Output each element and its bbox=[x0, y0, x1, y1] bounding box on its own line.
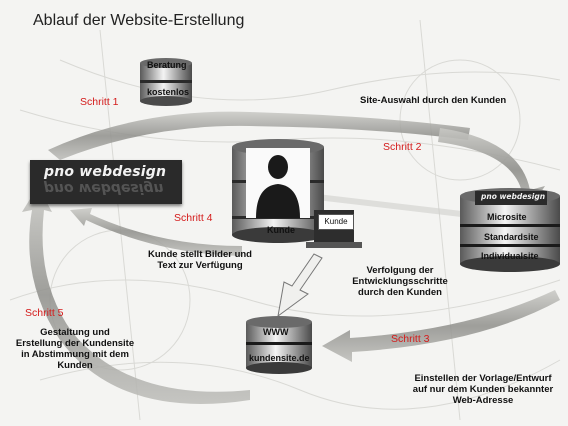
note-verfolgung: Verfolgung der Entwicklungsschritte durc… bbox=[345, 265, 455, 299]
note-einstellen-line: auf nur dem Kunden bekannter bbox=[412, 383, 554, 395]
step-2-label: Schritt 2 bbox=[383, 141, 422, 153]
db-kunde bbox=[232, 139, 324, 243]
note-verfolgung-line: durch den Kunden bbox=[358, 286, 442, 298]
arrow-schritt-4 bbox=[70, 208, 242, 256]
note-gestaltung-line: in Abstimmung mit dem bbox=[21, 348, 129, 360]
arrow-schritt-2 bbox=[438, 128, 545, 212]
note-verfolgung-line: Entwicklungsschritte bbox=[352, 275, 448, 287]
note-gestaltung-line: Erstellung der Kundensite bbox=[15, 337, 135, 349]
db-beratung-top-label: Beratung bbox=[147, 60, 187, 70]
db-sites bbox=[460, 188, 560, 272]
sites-db-logo-text: pno webdesign bbox=[481, 192, 546, 201]
note-bilder-line: Kunde stellt Bilder und bbox=[148, 249, 252, 260]
db-beratung bbox=[140, 58, 192, 106]
person-silhouette-icon bbox=[256, 155, 300, 218]
note-gestaltung-line: Kunden bbox=[57, 359, 93, 371]
diagram-title: Ablauf der Website-Erstellung bbox=[33, 12, 245, 29]
db-beratung-bottom-label: kostenlos bbox=[147, 87, 190, 97]
note-bilder-line: Text zur Verfügung bbox=[157, 259, 243, 271]
db-www-bottom-label: kundensite.de bbox=[249, 353, 310, 363]
step-1-label: Schritt 1 bbox=[80, 96, 119, 108]
step-5-label: Schritt 5 bbox=[25, 307, 64, 319]
pno-webdesign-logo: pno webdesign pno webdesign bbox=[30, 160, 182, 204]
note-verfolgung-line: Verfolgung der bbox=[366, 265, 434, 276]
sites-row-microsite: Microsite bbox=[487, 212, 527, 222]
step-4-label: Schritt 4 bbox=[174, 212, 213, 224]
db-kunde-label: Kunde bbox=[267, 225, 295, 235]
note-einstellen-line: Einstellen der Vorlage/Entwurf bbox=[414, 373, 552, 384]
note-site-auswahl: Site-Auswahl durch den Kunden bbox=[360, 95, 507, 106]
step-3-label: Schritt 3 bbox=[391, 333, 430, 345]
sites-db-logo: pno webdesign bbox=[475, 191, 547, 205]
note-einstellen: Einstellen der Vorlage/Entwurf auf nur d… bbox=[403, 373, 563, 407]
arrow-laptop-to-www bbox=[277, 253, 323, 318]
laptop-screen-label: Kunde bbox=[318, 214, 354, 230]
note-gestaltung: Gestaltung und Erstellung der Kundensite… bbox=[10, 327, 140, 372]
arrow-schritt-5 bbox=[22, 186, 250, 404]
note-bilder: Kunde stellt Bilder und Text zur Verfügu… bbox=[144, 249, 256, 272]
db-www-top-label: WWW bbox=[263, 327, 289, 337]
note-einstellen-line: Web-Adresse bbox=[452, 394, 514, 406]
arrow-schritt-3 bbox=[322, 290, 560, 362]
note-gestaltung-line: Gestaltung und bbox=[40, 327, 110, 338]
db-www bbox=[246, 316, 312, 374]
sites-row-individualsite: Individualsite bbox=[481, 251, 539, 261]
arrow-schritt-1 bbox=[48, 111, 470, 160]
logo-reflection: pno webdesign bbox=[44, 180, 164, 196]
sites-row-standardsite: Standardsite bbox=[484, 232, 539, 242]
logo-text: pno webdesign bbox=[44, 164, 167, 180]
